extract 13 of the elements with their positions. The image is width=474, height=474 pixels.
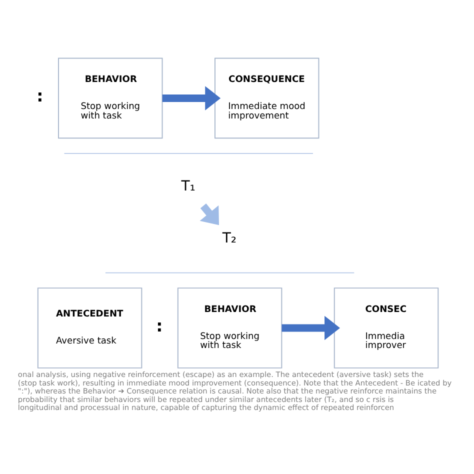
node-text: T₂: [222, 230, 237, 246]
node-box: BEHAVIOR Stop working with task: [58, 58, 163, 139]
arrow: [162, 86, 221, 110]
node-box: CONSEQUENCE Immediate mood improvement: [214, 58, 320, 139]
label: :: [36, 86, 44, 106]
label: :: [156, 316, 163, 336]
node-box: ANTECEDENT Aversive task: [37, 288, 142, 368]
node-box: CONSEC Immedia improver: [334, 288, 439, 368]
node-box: BEHAVIOR Stop working with task: [177, 288, 282, 368]
arrow: [282, 316, 340, 340]
caption: onal analysis, using negative reinforcement (escape) as an example. The antecedent (aversive task) sets the (stop task work), resulting in immediate mood improvement (consequence). Note that the Antecedent - Be icated by ":"), whereas the Behavior ➔ Consequence relation is causal. Note also that the negative reinforce maintains the probability that similar behaviors will be repeated under similar antecedents later (T₂, and so c rsis is longitudinal and processual in nature, capable of capturing the dynamic effect of repeated reinforcen: [18, 370, 452, 412]
node-text: T₁: [181, 178, 196, 195]
arrow: [200, 204, 220, 226]
